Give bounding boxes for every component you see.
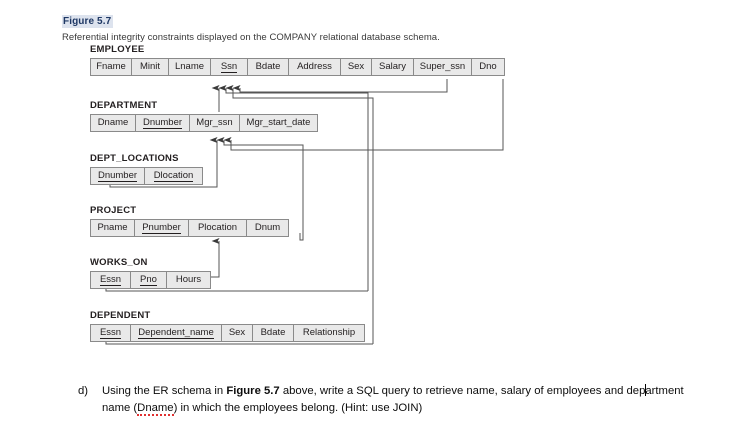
attribute-sex: Sex [341, 58, 372, 75]
relation-name-department: DEPARTMENT [90, 100, 158, 111]
relation-name-employee: EMPLOYEE [90, 44, 145, 55]
attribute-lname: Lname [169, 58, 211, 75]
attribute-bdate: Bdate [248, 58, 289, 75]
attribute-dep-essn: Essn [91, 324, 131, 341]
misspelled-word-dname: Dname [137, 401, 174, 416]
attribute-minit: Minit [132, 58, 169, 75]
attribute-dep-bdate: Bdate [253, 324, 294, 341]
attribute-dep-sex: Sex [222, 324, 253, 341]
relation-employee: EMPLOYEE Fname Minit Lname Ssn Bdate Add… [90, 44, 505, 76]
attribute-dependent-name: Dependent_name [131, 324, 222, 341]
attribute-fname: Fname [91, 58, 132, 75]
attribute-row-employee: Fname Minit Lname Ssn Bdate Address Sex … [90, 57, 505, 76]
attribute-dname: Dname [91, 114, 136, 131]
attribute-row-project: Pname Pnumber Plocation Dnum [90, 218, 289, 237]
question-text[interactable]: Using the ER schema in Figure 5.7 above,… [102, 383, 702, 416]
attribute-row-department: Dname Dnumber Mgr_ssn Mgr_start_date [90, 113, 318, 132]
attribute-relationship: Relationship [294, 324, 364, 341]
attribute-salary: Salary [372, 58, 414, 75]
attribute-mgr-start-date: Mgr_start_date [240, 114, 317, 131]
figure-caption: Figure 5.7 Referential integrity constra… [62, 11, 542, 44]
attribute-super-ssn: Super_ssn [414, 58, 472, 75]
relation-name-dept-locations: DEPT_LOCATIONS [90, 153, 179, 164]
question-figure-reference: Figure 5.7 [226, 385, 280, 397]
relation-name-project: PROJECT [90, 205, 137, 216]
question-label: d) [78, 385, 89, 397]
attribute-address: Address [289, 58, 341, 75]
attribute-mgr-ssn: Mgr_ssn [190, 114, 240, 131]
attribute-dl-dlocation: Dlocation [145, 167, 202, 184]
text-cursor-caret [644, 384, 646, 396]
relation-name-works-on: WORKS_ON [90, 257, 148, 268]
attribute-dnumber: Dnumber [136, 114, 190, 131]
attribute-pname: Pname [91, 219, 135, 236]
relation-dept-locations: DEPT_LOCATIONS Dnumber Dlocation [90, 153, 203, 185]
relation-department: DEPARTMENT Dname Dnumber Mgr_ssn Mgr_sta… [90, 100, 318, 132]
attribute-row-works-on: Essn Pno Hours [90, 270, 211, 289]
attribute-ssn: Ssn [211, 58, 248, 75]
figure-description: Referential integrity constraints displa… [62, 32, 440, 43]
relation-dependent: DEPENDENT Essn Dependent_name Sex Bdate … [90, 310, 365, 342]
question-text-part4: ) in which the employees belong. (Hint: … [173, 401, 423, 414]
attribute-row-dept-locations: Dnumber Dlocation [90, 166, 203, 185]
question-block: d) Using the ER schema in Figure 5.7 abo… [78, 383, 702, 416]
attribute-dl-dnumber: Dnumber [91, 167, 145, 184]
attribute-pno: Pno [131, 271, 167, 288]
figure-number-label: Figure 5.7 [62, 15, 114, 28]
attribute-dno: Dno [472, 58, 504, 75]
question-text-part3: artment name ( [102, 385, 684, 414]
relation-name-dependent: DEPENDENT [90, 310, 151, 321]
attribute-plocation: Plocation [189, 219, 247, 236]
attribute-wo-essn: Essn [91, 271, 131, 288]
attribute-dnum: Dnum [247, 219, 288, 236]
attribute-row-dependent: Essn Dependent_name Sex Bdate Relationsh… [90, 323, 365, 342]
relation-works-on: WORKS_ON Essn Pno Hours [90, 257, 211, 289]
attribute-hours: Hours [167, 271, 210, 288]
question-text-part2: above, write a SQL query to retrieve nam… [279, 385, 646, 397]
relation-project: PROJECT Pname Pnumber Plocation Dnum [90, 205, 289, 237]
attribute-pnumber: Pnumber [135, 219, 189, 236]
question-text-part1: Using the ER schema in [102, 385, 227, 397]
